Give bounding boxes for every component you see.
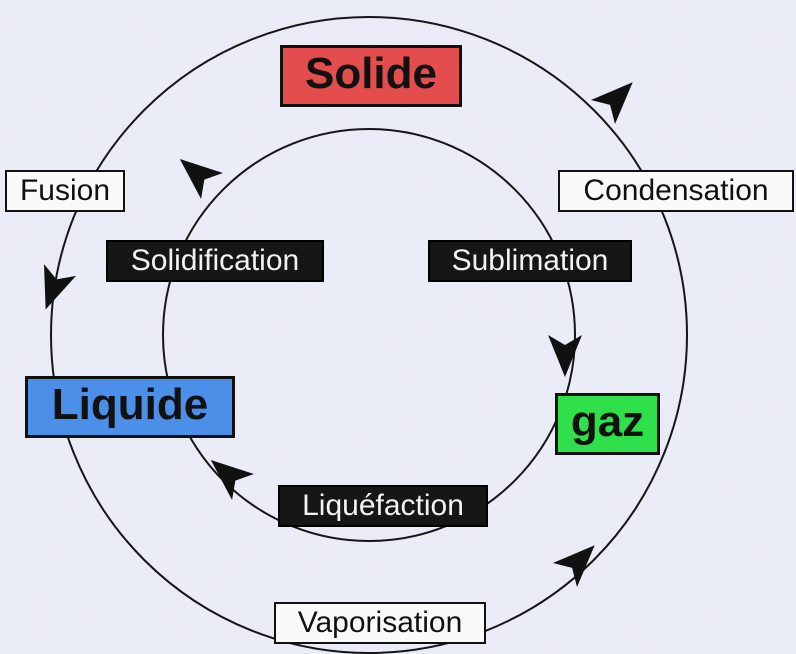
arrowhead-icon <box>590 82 633 125</box>
arrowhead-icon <box>44 264 76 310</box>
label-vaporisation-text: Vaporisation <box>297 606 463 639</box>
label-condensation-text: Condensation <box>583 174 769 207</box>
state-solide: Solide <box>280 45 462 107</box>
state-liquide: Liquide <box>25 376 235 438</box>
arrowhead-icon <box>210 460 254 501</box>
label-sublimation: Sublimation <box>428 240 632 282</box>
outer-cycle-ring <box>50 16 688 654</box>
state-gaz: gaz <box>555 393 660 455</box>
label-solidification: Solidification <box>106 240 324 282</box>
inner-cycle-ring <box>162 128 576 542</box>
label-liquefaction: Liquéfaction <box>278 485 488 527</box>
arrowhead-icon <box>548 335 582 377</box>
state-liquide-label: Liquide <box>51 380 209 429</box>
arrowhead-icon <box>552 545 595 588</box>
label-sublimation-text: Sublimation <box>451 244 609 277</box>
label-liquefaction-text: Liquéfaction <box>302 489 464 522</box>
label-fusion: Fusion <box>5 170 125 212</box>
arrowhead-icon <box>179 159 223 200</box>
label-fusion-text: Fusion <box>19 174 111 207</box>
state-gaz-label: gaz <box>570 397 645 446</box>
label-solidification-text: Solidification <box>130 244 300 277</box>
label-condensation: Condensation <box>558 170 794 212</box>
label-vaporisation: Vaporisation <box>274 602 486 644</box>
state-solide-label: Solide <box>304 49 438 98</box>
